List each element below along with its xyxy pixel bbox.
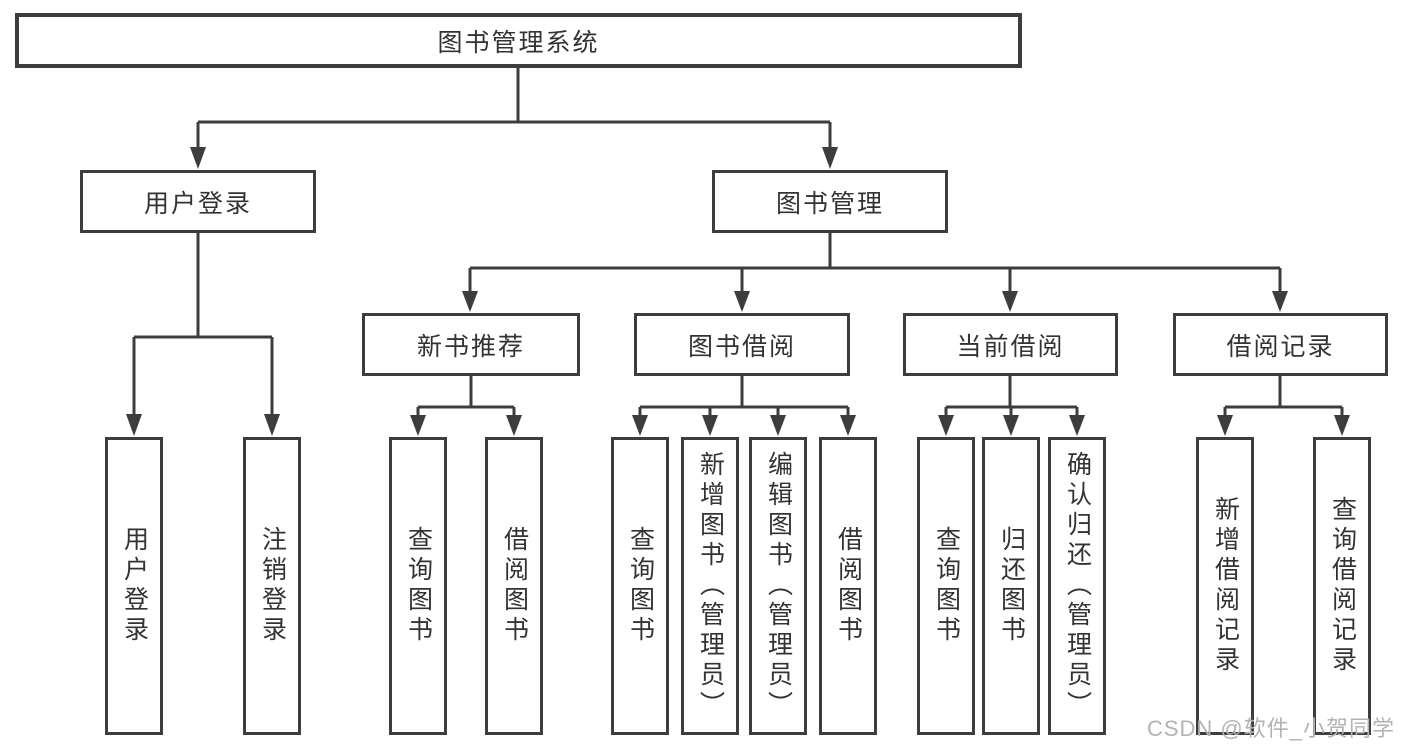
- leaf-br-query-record: 查询借阅记录: [1313, 437, 1371, 735]
- node-borrow-records-label: 借阅记录: [1226, 332, 1335, 361]
- leaf-logout: 注销登录: [243, 437, 301, 735]
- node-current-borrow-label: 当前借阅: [956, 332, 1065, 361]
- leaf-br-add-record: 新增借阅记录: [1196, 437, 1254, 735]
- node-book-borrow-label: 图书借阅: [687, 332, 796, 361]
- node-current-borrow: 当前借阅: [903, 313, 1118, 376]
- node-user-login: 用户登录: [80, 170, 316, 233]
- leaf-cb-query-book: 查询图书: [917, 437, 975, 735]
- node-new-book-rec: 新书推荐: [362, 313, 580, 376]
- arrow-leaf-bb-add: [702, 415, 718, 436]
- leaf-cb-return-book: 归还图书: [982, 437, 1040, 735]
- leaf-bb-borrow-book-label: 借阅图书: [834, 526, 863, 646]
- arrow-leaf-br-add: [1217, 415, 1233, 436]
- arrow-leaf-cb-query: [938, 415, 954, 436]
- leaf-bb-edit-book-admin: 编辑图书（管理员）: [749, 437, 807, 735]
- leaf-br-add-record-label: 新增借阅记录: [1211, 496, 1240, 676]
- node-user-login-label: 用户登录: [143, 189, 252, 218]
- arrowheads: [126, 147, 1350, 436]
- arrow-leaf-bb-query: [632, 415, 648, 436]
- leaf-logout-label: 注销登录: [258, 526, 287, 646]
- arrow-leaf-logout: [264, 414, 280, 436]
- arrow-leaf-cb-confirm: [1069, 415, 1085, 436]
- arrow-leaf-cb-return: [1003, 415, 1019, 436]
- leaf-user-login-label: 用户登录: [120, 526, 149, 646]
- leaf-bb-add-book-admin-label: 新增图书（管理员）: [696, 451, 725, 721]
- leaf-bb-query-book-label: 查询图书: [626, 526, 655, 646]
- node-book-mgmt: 图书管理: [712, 170, 948, 233]
- arrow-leaf-login: [126, 414, 142, 436]
- node-root-label: 图书管理系统: [437, 28, 600, 57]
- leaf-bb-borrow-book: 借阅图书: [819, 437, 877, 735]
- arrow-leaf-br-query: [1334, 415, 1350, 436]
- arrow-book-mgmt: [822, 147, 838, 169]
- arrow-leaf-nb-borrow: [506, 415, 522, 436]
- csdn-watermark: CSDN @软件_小贺同学: [1146, 716, 1395, 741]
- leaf-user-login: 用户登录: [105, 437, 163, 735]
- leaf-nb-query-book: 查询图书: [389, 437, 447, 735]
- arrow-borrow-records: [1272, 291, 1288, 312]
- leaf-br-query-record-label: 查询借阅记录: [1328, 496, 1357, 676]
- leaf-cb-return-book-label: 归还图书: [997, 526, 1026, 646]
- arrow-leaf-bb-borrow: [840, 415, 856, 436]
- arrow-user-login: [190, 147, 206, 169]
- leaf-cb-confirm-return-admin: 确认归还（管理员）: [1048, 437, 1106, 735]
- node-borrow-records: 借阅记录: [1173, 313, 1388, 376]
- arrow-leaf-nb-query: [410, 415, 426, 436]
- arrow-current-borrow: [1002, 291, 1018, 312]
- leaf-cb-confirm-return-admin-label: 确认归还（管理员）: [1063, 451, 1092, 721]
- arrow-leaf-bb-edit: [770, 415, 786, 436]
- leaf-cb-query-book-label: 查询图书: [932, 526, 961, 646]
- node-new-book-rec-label: 新书推荐: [416, 332, 525, 361]
- leaf-nb-query-book-label: 查询图书: [404, 526, 433, 646]
- node-book-mgmt-label: 图书管理: [775, 189, 884, 218]
- leaf-nb-borrow-book-label: 借阅图书: [500, 526, 529, 646]
- leaf-bb-add-book-admin: 新增图书（管理员）: [681, 437, 739, 735]
- node-root: 图书管理系统: [15, 13, 1022, 68]
- node-book-borrow: 图书借阅: [634, 313, 850, 376]
- leaf-bb-edit-book-admin-label: 编辑图书（管理员）: [764, 451, 793, 721]
- leaf-nb-borrow-book: 借阅图书: [485, 437, 543, 735]
- arrow-book-borrow: [734, 291, 750, 312]
- arrow-new-book-rec: [462, 291, 478, 312]
- leaf-bb-query-book: 查询图书: [611, 437, 669, 735]
